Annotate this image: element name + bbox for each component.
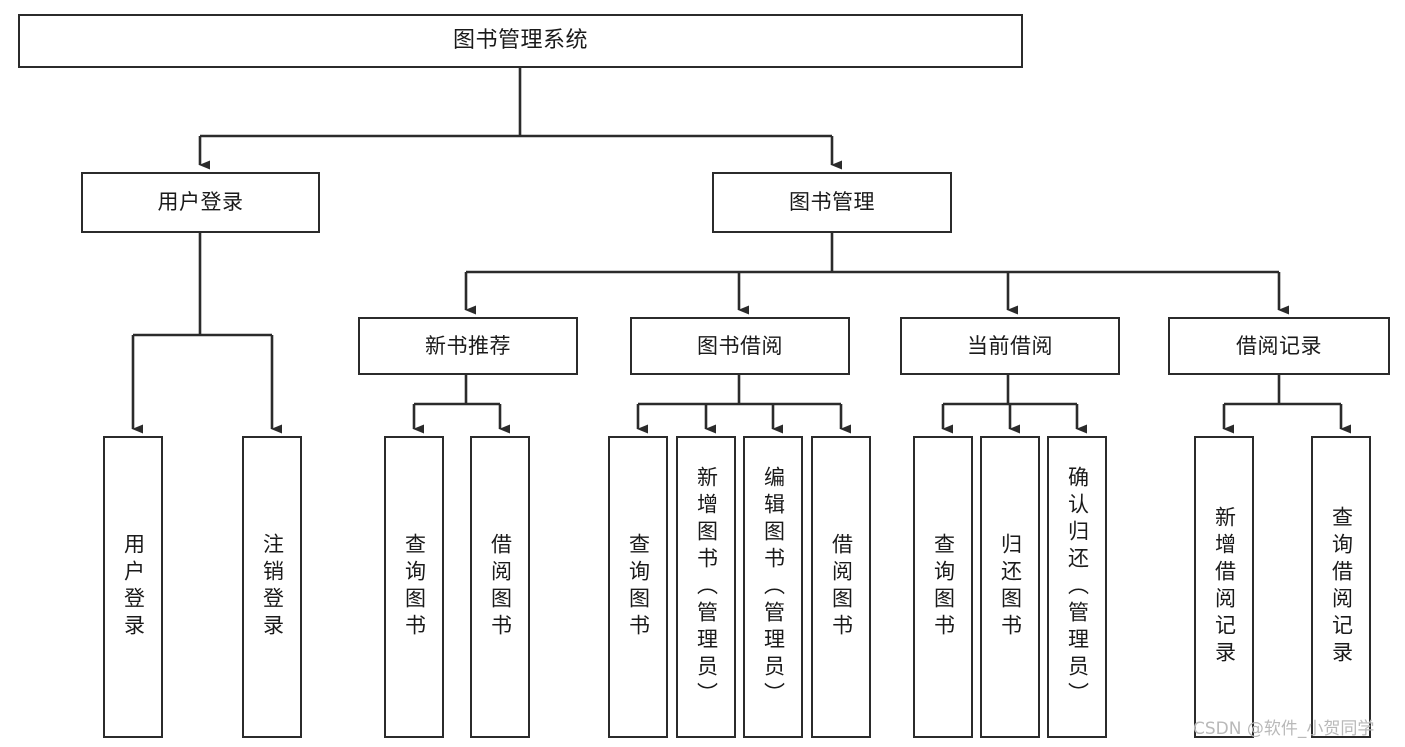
node-leaf-borrow-add-book-label: 新增图书（管理员）	[694, 465, 719, 709]
node-leaf-newbook-query[interactable]: 查询图书	[384, 436, 444, 738]
node-leaf-current-query[interactable]: 查询图书	[913, 436, 973, 738]
node-book-management-label: 图书管理	[789, 190, 875, 215]
node-leaf-current-return[interactable]: 归还图书	[980, 436, 1040, 738]
node-leaf-record-query[interactable]: 查询借阅记录	[1311, 436, 1371, 738]
node-user-login-label: 用户登录	[157, 190, 244, 215]
node-book-borrow-label: 图书借阅	[697, 333, 783, 358]
node-leaf-borrow-edit-book-label: 编辑图书（管理员）	[761, 465, 786, 709]
node-borrow-record[interactable]: 借阅记录	[1168, 317, 1390, 375]
node-leaf-record-query-label: 查询借阅记录	[1329, 506, 1354, 668]
node-leaf-borrow-query-label: 查询图书	[626, 533, 651, 641]
node-leaf-newbook-borrow-label: 借阅图书	[488, 533, 513, 641]
node-current-borrow[interactable]: 当前借阅	[900, 317, 1120, 375]
node-leaf-record-add[interactable]: 新增借阅记录	[1194, 436, 1254, 738]
node-root[interactable]: 图书管理系统	[18, 14, 1023, 68]
node-root-label: 图书管理系统	[452, 28, 588, 54]
node-leaf-borrow-borrow-book[interactable]: 借阅图书	[811, 436, 871, 738]
node-leaf-logout-label: 注销登录	[260, 533, 285, 641]
node-current-borrow-label: 当前借阅	[967, 333, 1053, 358]
node-leaf-newbook-query-label: 查询图书	[402, 533, 427, 641]
node-leaf-newbook-borrow[interactable]: 借阅图书	[470, 436, 530, 738]
node-leaf-current-confirm-return-label: 确认归还（管理员）	[1065, 465, 1090, 709]
node-leaf-user-login-label: 用户登录	[121, 533, 146, 641]
node-leaf-logout[interactable]: 注销登录	[242, 436, 302, 738]
node-user-login[interactable]: 用户登录	[81, 172, 320, 233]
node-leaf-current-confirm-return[interactable]: 确认归还（管理员）	[1047, 436, 1107, 738]
node-leaf-record-add-label: 新增借阅记录	[1212, 506, 1237, 668]
node-borrow-record-label: 借阅记录	[1236, 333, 1322, 358]
node-leaf-borrow-add-book[interactable]: 新增图书（管理员）	[676, 436, 736, 738]
node-new-book-recommend[interactable]: 新书推荐	[358, 317, 578, 375]
node-leaf-borrow-query[interactable]: 查询图书	[608, 436, 668, 738]
node-leaf-user-login[interactable]: 用户登录	[103, 436, 163, 738]
node-leaf-current-query-label: 查询图书	[931, 533, 956, 641]
node-leaf-current-return-label: 归还图书	[998, 533, 1023, 641]
node-leaf-borrow-borrow-book-label: 借阅图书	[829, 533, 854, 641]
node-new-book-recommend-label: 新书推荐	[425, 333, 511, 358]
node-book-management[interactable]: 图书管理	[712, 172, 952, 233]
node-book-borrow[interactable]: 图书借阅	[630, 317, 850, 375]
watermark-text: CSDN @软件_小贺同学	[1193, 719, 1375, 739]
node-leaf-borrow-edit-book[interactable]: 编辑图书（管理员）	[743, 436, 803, 738]
